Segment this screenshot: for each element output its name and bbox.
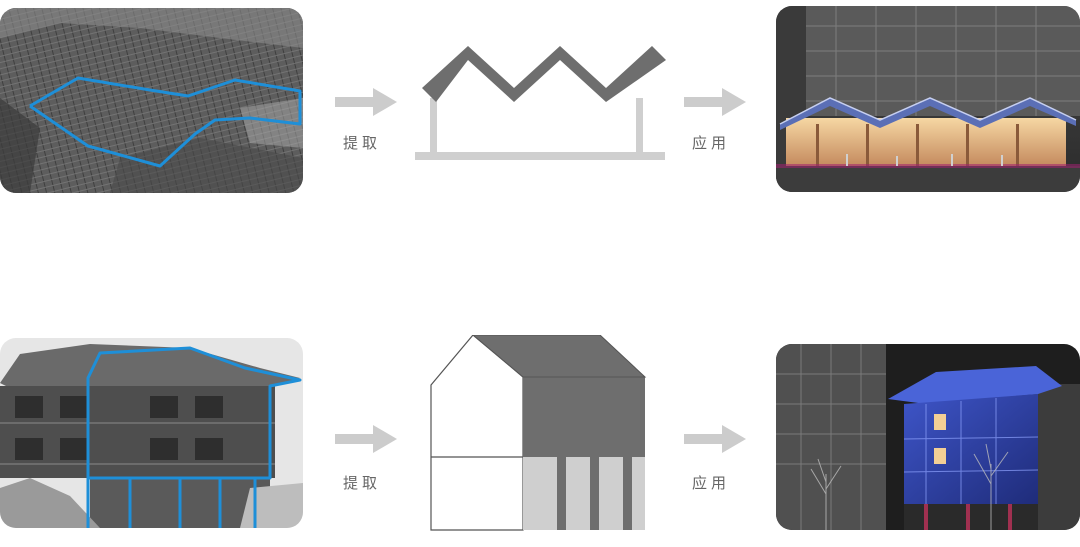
historic-stilt-house-photo xyxy=(0,338,303,528)
process-row-roof: 提取 应用 xyxy=(0,0,1080,200)
arrow-right-icon xyxy=(335,425,397,453)
zigzag-roof-schematic xyxy=(415,46,666,160)
apply-label: 应用 xyxy=(691,474,730,492)
modern-building-rendering-1 xyxy=(776,6,1080,192)
arrow-right-icon xyxy=(684,88,746,116)
arrow-right-icon xyxy=(684,425,746,453)
process-row-stilt-house: 提取 应用 xyxy=(0,330,1080,547)
historic-roofs-photo xyxy=(0,8,303,193)
extract-label: 提取 xyxy=(342,474,381,492)
gabled-volume-schematic xyxy=(430,335,647,531)
arrow-right-icon xyxy=(335,88,397,116)
modern-building-rendering-2 xyxy=(776,344,1080,530)
apply-label: 应用 xyxy=(691,134,730,152)
extract-label: 提取 xyxy=(342,134,381,152)
